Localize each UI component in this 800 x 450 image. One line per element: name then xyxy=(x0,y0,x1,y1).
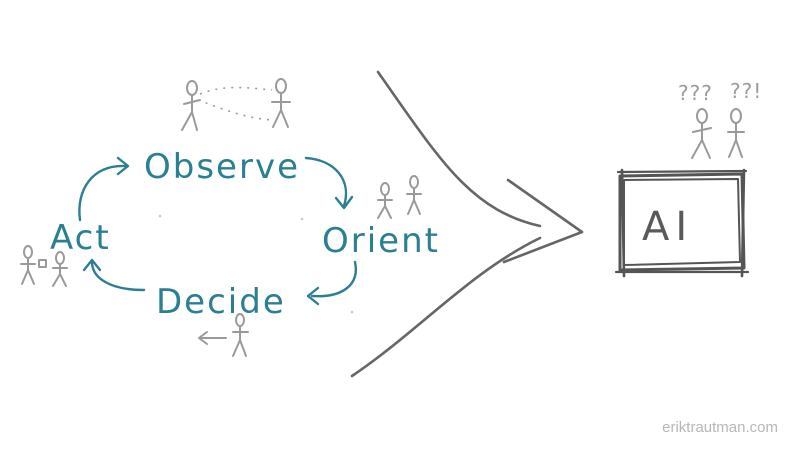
big-transition-arrow xyxy=(350,70,584,378)
sight-line-dotted-lower xyxy=(197,99,273,121)
stick-figure-observed xyxy=(271,78,291,128)
ai-label: AI xyxy=(642,204,693,250)
cycle-arrow-observe-to-orient xyxy=(304,156,348,208)
arrowhead-observe xyxy=(116,156,130,176)
arrowhead-act xyxy=(82,258,102,272)
site-credit: eriktrautman.com xyxy=(662,419,778,436)
cycle-arrow-decide-to-act xyxy=(90,260,146,292)
confused-marks-right: ??! xyxy=(730,79,762,103)
stick-figures-confused xyxy=(691,108,745,159)
stick-figures-orient xyxy=(377,175,422,219)
sight-line-dotted xyxy=(199,86,273,95)
decide-label: Decide xyxy=(156,282,286,322)
cycle-arrow-orient-to-decide xyxy=(310,260,358,298)
stick-figure-decide xyxy=(198,313,249,357)
cycle-arrow-act-to-observe xyxy=(78,164,127,222)
observe-label: Observe xyxy=(144,147,300,187)
decor-dots xyxy=(158,214,354,314)
arrowhead-decide xyxy=(306,286,320,306)
stick-figures-act xyxy=(20,245,68,287)
arrowhead-orient xyxy=(334,195,354,210)
orient-label: Orient xyxy=(322,221,440,261)
confused-marks-left: ??? xyxy=(678,81,713,105)
stick-figure-observer xyxy=(181,80,201,131)
ai-box xyxy=(614,168,750,278)
